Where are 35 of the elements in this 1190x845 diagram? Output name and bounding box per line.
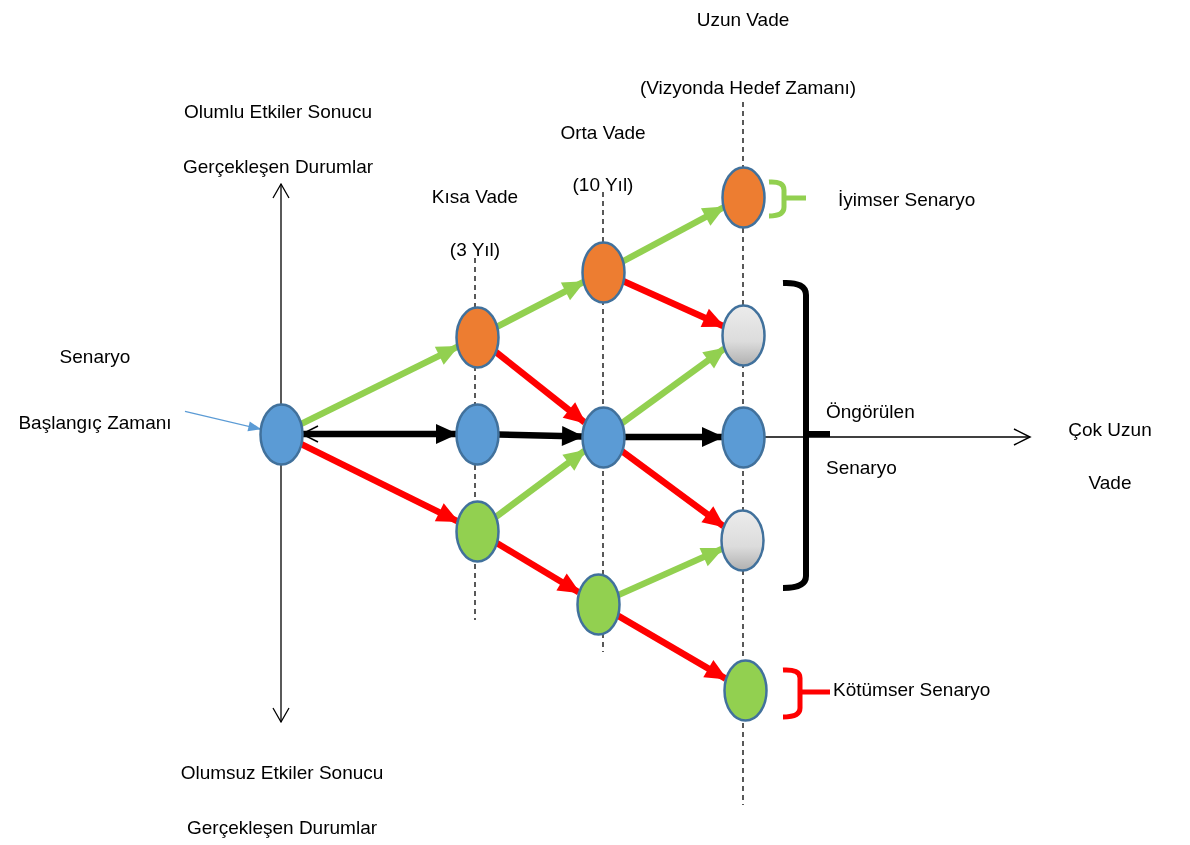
arrow: [493, 349, 587, 425]
oval-node: [454, 402, 500, 466]
text-label: Öngörülen: [826, 400, 915, 424]
oval-node: [580, 240, 626, 304]
oval-node: [719, 508, 765, 572]
oval-node: [722, 658, 768, 722]
arrow: [299, 343, 459, 428]
text-label: Çok Uzun: [1068, 418, 1152, 442]
oval-node: [720, 303, 766, 367]
oval-node: [720, 405, 766, 469]
text-label: (10 Yıl): [572, 173, 634, 197]
text-label: İyimser Senaryo: [838, 188, 976, 212]
oval-node: [575, 572, 621, 636]
text-label: Uzun Vade: [696, 8, 790, 32]
oval-node: [258, 402, 304, 466]
text-label: Başlangıç Zamanı: [17, 411, 173, 435]
oval-node: [454, 305, 500, 369]
oval-node: [454, 499, 500, 563]
arrow: [495, 279, 585, 330]
text-label: Vade: [1088, 471, 1132, 495]
arrow: [763, 428, 1031, 446]
arrow: [299, 440, 459, 525]
text-label: Senaryo: [826, 456, 897, 480]
text-label: Olumlu Etkiler Sonucu: [184, 100, 372, 124]
text-label: Olumsuz Etkiler Sonucu: [180, 761, 384, 785]
text-label: Gerçekleşen Durumlar: [186, 816, 378, 840]
text-label: (3 Yıl): [449, 238, 501, 262]
oval-node: [580, 405, 626, 469]
text-label: Senaryo: [58, 345, 132, 369]
text-label: (Vizyonda Hedef Zamanı): [639, 76, 857, 100]
text-label: Kötümser Senaryo: [833, 678, 991, 702]
text-label: Orta Vade: [560, 121, 646, 145]
text-label: Kısa Vade: [431, 185, 519, 209]
text-label: Gerçekleşen Durumlar: [182, 155, 374, 179]
oval-node: [720, 165, 766, 229]
